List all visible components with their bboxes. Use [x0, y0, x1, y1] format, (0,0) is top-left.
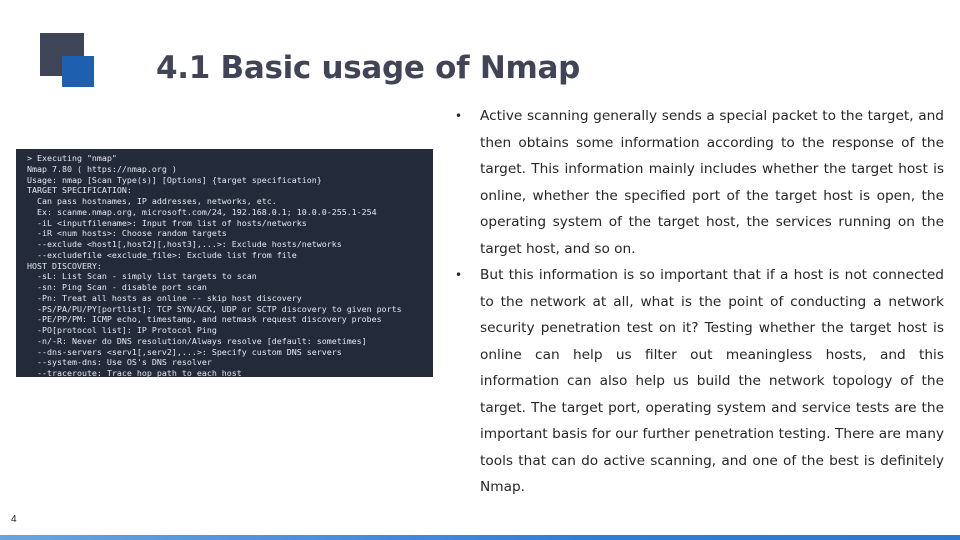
terminal-line: Ex: scanme.nmap.org, microsoft.com/24, 1… — [27, 206, 377, 217]
terminal-line: Usage: nmap [Scan Type(s)] [Options] {ta… — [27, 174, 322, 185]
terminal-line: > Executing "nmap" — [27, 153, 117, 163]
terminal-line: --dns-servers <serv1[,serv2],...>: Speci… — [27, 346, 342, 357]
terminal-line: -iR <num hosts>: Choose random targets — [27, 228, 227, 239]
page-number: 4 — [11, 514, 17, 525]
terminal-line: -Pn: Treat all hosts as online -- skip h… — [27, 292, 302, 303]
terminal-line: -PS/PA/PU/PY[portlist]: TCP SYN/ACK, UDP… — [27, 303, 402, 314]
terminal-line: TARGET SPECIFICATION: — [27, 185, 132, 196]
slide-logo-icon — [40, 33, 94, 87]
terminal-line: Can pass hostnames, IP addresses, networ… — [27, 196, 277, 206]
bullet-item: • But this information is so important t… — [452, 262, 944, 501]
slide-title: 4.1 Basic usage of Nmap — [156, 50, 580, 86]
terminal-line: --system-dns: Use OS's DNS resolver — [27, 357, 212, 368]
terminal-line: --exclude <host1[,host2][,host3],...>: E… — [27, 239, 342, 249]
terminal-line: -PE/PP/PM: ICMP echo, timestamp, and net… — [27, 314, 382, 325]
terminal-line: -PO[protocol list]: IP Protocol Ping — [27, 325, 217, 335]
terminal-line: -sL: List Scan - simply list targets to … — [27, 271, 257, 282]
bullet-item: • Active scanning generally sends a spec… — [452, 103, 944, 262]
bullet-marker: • — [455, 268, 463, 282]
terminal-line: --excludefile <exclude_file>: Exclude li… — [27, 249, 297, 260]
terminal-line: --traceroute: Trace hop path to each hos… — [27, 368, 242, 377]
terminal-screenshot: > Executing "nmap"Nmap 7.80 ( https://nm… — [16, 149, 433, 377]
bullet-list: • Active scanning generally sends a spec… — [452, 103, 944, 501]
logo-blue-square — [62, 56, 94, 87]
terminal-line: -iL <inputfilename>: Input from list of … — [27, 217, 307, 228]
terminal-line: -sn: Ping Scan - disable port scan — [27, 282, 207, 292]
bullet-text: Active scanning generally sends a specia… — [480, 108, 944, 257]
terminal-line: -n/-R: Never do DNS resolution/Always re… — [27, 335, 367, 346]
bottom-accent-bar — [0, 535, 960, 540]
terminal-line: HOST DISCOVERY: — [27, 260, 102, 271]
bullet-text: But this information is so important tha… — [480, 267, 944, 495]
bullet-marker: • — [455, 109, 463, 123]
terminal-line: Nmap 7.80 ( https://nmap.org ) — [27, 163, 177, 174]
